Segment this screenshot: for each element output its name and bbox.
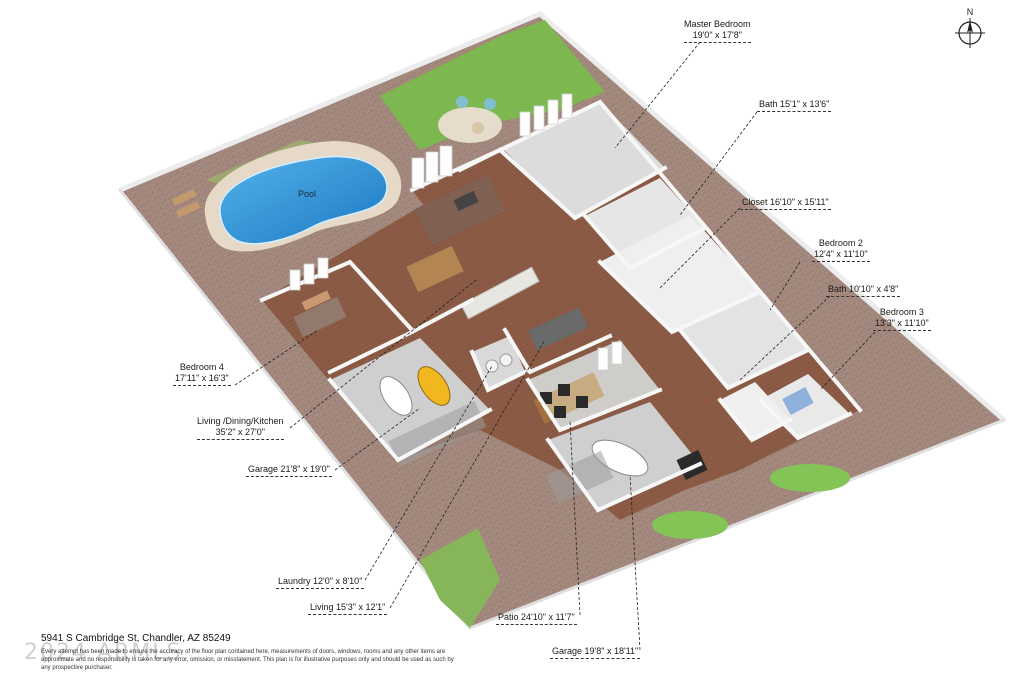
- pool: [219, 155, 388, 245]
- bedroom2-name: Bedroom 2: [818, 238, 863, 248]
- bath2-floor: [720, 382, 790, 440]
- bedroom3-name: Bedroom 3: [879, 307, 924, 317]
- north-arrow-icon: N: [955, 7, 985, 48]
- great-room-living: [410, 150, 545, 262]
- label-patio: Patio 24'10" x 11'7": [496, 612, 577, 625]
- interior-walls: [259, 99, 863, 513]
- window-panels: [289, 93, 623, 371]
- garage1-car-yellow: [417, 366, 451, 406]
- label-bath2: Bath 10'10" x 4'8": [826, 284, 901, 297]
- label-garage2: Garage 19'8" x 18'11": [550, 646, 641, 659]
- master-bedroom-name: Master Bedroom: [684, 19, 751, 29]
- ldk-dim: 35'2" x 27'0": [197, 427, 284, 440]
- master-bedroom-dim: 19'0" x 17'8": [684, 30, 751, 43]
- compass-label: N: [967, 7, 974, 17]
- label-laundry: Laundry 12'0" x 8'10": [276, 576, 365, 589]
- garage2-car: [591, 439, 649, 477]
- outdoor-seating: [438, 107, 502, 143]
- label-bedroom3: Bedroom 3 13'3" x 11'10": [873, 307, 931, 331]
- bedroom2-dim: 12'4" x 11'10": [812, 249, 870, 262]
- backyard-grass: [380, 20, 605, 150]
- garage1-car-white: [379, 376, 413, 416]
- pool-label: Pool: [298, 189, 317, 199]
- label-living-dining-kitchen: Living /Dining/Kitchen 35'2" x 27'0": [197, 416, 284, 440]
- front-grass-right: [770, 464, 850, 492]
- label-closet: Closet 16'10" x 15'11": [740, 197, 831, 210]
- master-bath-floor: [585, 178, 705, 268]
- label-bedroom4: Bedroom 4 17'11" x 16'3": [173, 362, 231, 386]
- perimeter-wall: [119, 11, 1006, 422]
- label-master-bedroom: Master Bedroom 19'0" x 17'8": [684, 19, 751, 43]
- bedroom4-dim: 17'11" x 16'3": [173, 373, 231, 386]
- label-master-bath: Bath 15'1" x 13'6": [757, 99, 832, 112]
- closet-floor: [600, 215, 760, 332]
- ldk-name: Living /Dining/Kitchen: [197, 416, 284, 426]
- label-living: Living 15'3" x 12'1": [308, 602, 388, 615]
- watermark: 2024 ARMLS: [24, 640, 183, 665]
- disclaimer-text: Every attempt has been made to ensure th…: [41, 649, 454, 671]
- bedroom4-name: Bedroom 4: [179, 362, 224, 372]
- label-bedroom2: Bedroom 2 12'4" x 11'10": [812, 238, 870, 262]
- label-garage1: Garage 21'8" x 19'0": [246, 464, 332, 477]
- leader-lines: [234, 41, 876, 651]
- front-grass-left: [420, 528, 500, 628]
- front-grass-center: [652, 511, 728, 539]
- property-address: 5941 S Cambridge St, Chandler, AZ 85249: [41, 633, 231, 644]
- bedroom3-dim: 13'3" x 11'10": [873, 318, 931, 331]
